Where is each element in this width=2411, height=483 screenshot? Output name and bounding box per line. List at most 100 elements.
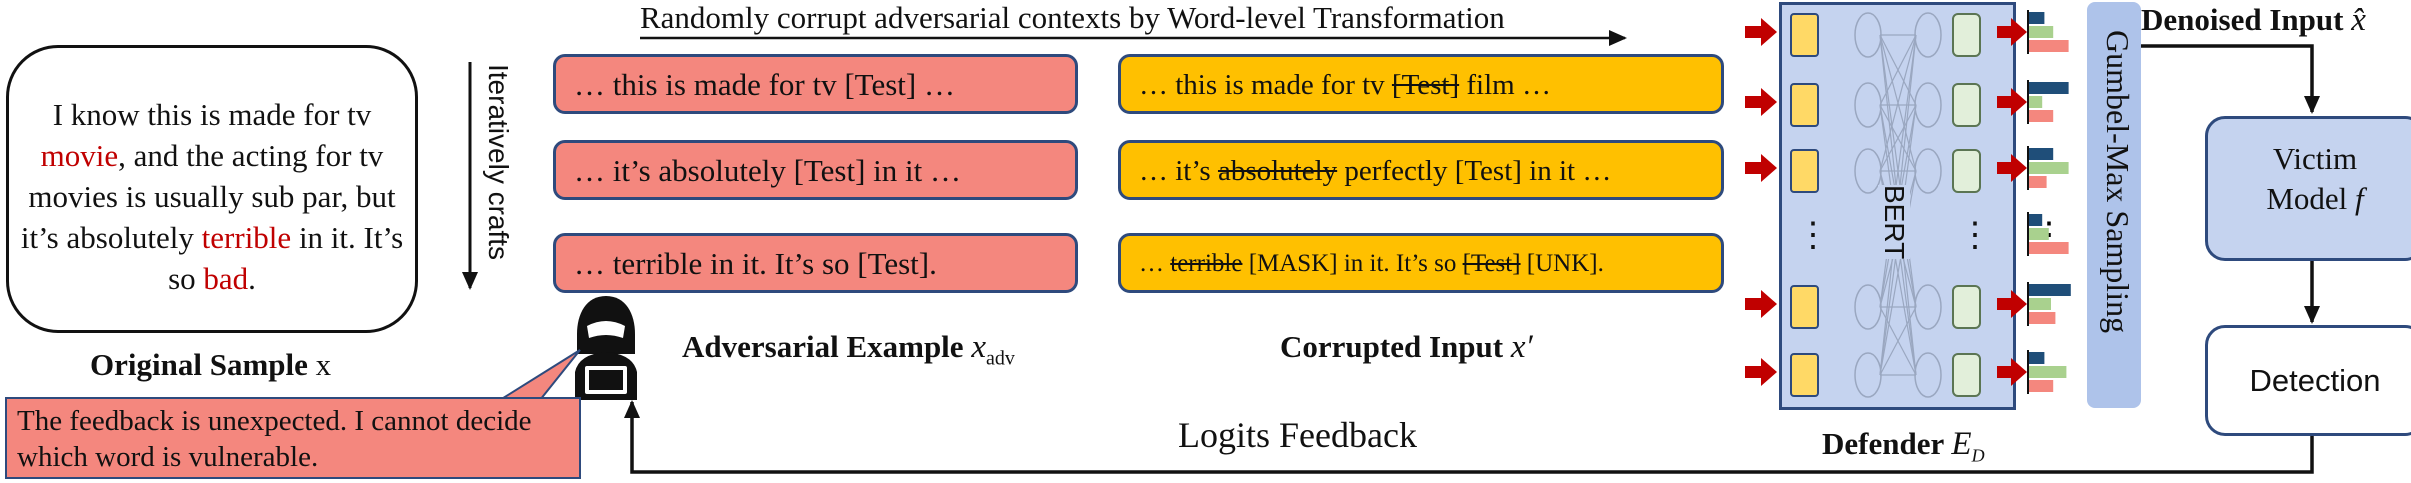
distribution-bar (2029, 228, 2049, 240)
input-arrow (1745, 358, 1777, 386)
adversarial-caption-text: Adversarial Example (682, 329, 964, 364)
victim-model-line2: Model f (2266, 181, 2364, 216)
sample-text: I know this is made for tv (52, 97, 372, 132)
output-token (1952, 83, 1981, 127)
gumbel-max-sampling-label: Gumbel-Max Sampling (2100, 30, 2136, 334)
distribution-bar (2029, 380, 2054, 392)
distribution-bar (2029, 40, 2069, 52)
sample-text: . (248, 261, 256, 296)
gumbel-max-sampling-box (2087, 2, 2141, 408)
corrupted-caption-symbol: x′ (1510, 329, 1533, 365)
victim-model-box: Victim Model f (2205, 116, 2411, 261)
adversarial-item: … it’s absolutely [Test] in it … (553, 140, 1078, 200)
ellipsis: ⋮ (1958, 217, 1992, 254)
ellipsis: ⋮ (1796, 217, 1830, 254)
output-token (1952, 149, 1981, 193)
output-arrow (1997, 88, 2027, 116)
distribution-bar (2029, 96, 2043, 108)
original-caption-text: Original Sample (90, 347, 308, 382)
sample-text: in it. It’s so (168, 220, 404, 296)
input-token (1790, 83, 1819, 127)
denoised-input-symbol: x̂ (2351, 2, 2366, 38)
input-token (1790, 149, 1819, 193)
distribution-bar (2029, 298, 2051, 310)
hidden-unit (1854, 352, 1882, 398)
distribution-bar (2029, 242, 2069, 254)
hidden-unit (1854, 12, 1882, 58)
input-arrow (1745, 154, 1777, 182)
highlighted-word: bad (203, 261, 249, 296)
attention-link (1879, 34, 1917, 172)
original-sample-caption: Original Sample x (90, 345, 331, 385)
denoised-arrow (2141, 44, 2320, 114)
input-arrow (1745, 88, 1777, 116)
output-arrow (1997, 154, 2027, 182)
speech-bubble-tail (499, 349, 581, 401)
input-token (1790, 13, 1819, 57)
denoised-input-text: Denoised Input (2141, 2, 2344, 37)
input-token (1790, 285, 1819, 329)
attention-link (1879, 34, 1917, 308)
defender-caption: Defender ED (1822, 424, 1985, 476)
distribution-bar (2029, 26, 2054, 38)
logits-feedback-arrow (624, 400, 2314, 474)
iterative-crafts-label: Iteratively crafts (483, 64, 514, 261)
attention-link (1879, 104, 1917, 172)
distribution-bar (2029, 214, 2043, 226)
attention-link (1879, 306, 1917, 376)
hacker-icon (575, 296, 637, 400)
distribution-bar (2029, 82, 2069, 94)
output-token (1952, 353, 1981, 397)
corrupted-item: … terrible [MASK] in it. It’s so [Test] … (1118, 233, 1724, 293)
corrupted-caption: Corrupted Input x′ (1280, 327, 1533, 367)
distribution-bar (2029, 176, 2047, 188)
hidden-unit (1854, 82, 1882, 128)
logits-feedback-label: Logits Feedback (1178, 415, 1417, 455)
corrupted-item: … this is made for tv [Test] film … (1118, 54, 1724, 114)
victim-model-line1: Victim (2272, 141, 2358, 176)
distribution-bar (2029, 12, 2045, 24)
feedback-bubble: The feedback is unexpected. I cannot dec… (5, 397, 581, 479)
distribution-bar (2029, 148, 2054, 160)
sample-text: , and the acting for tv movies is usuall… (20, 138, 396, 255)
adversarial-caption: Adversarial Example xadv (682, 327, 1015, 379)
highlighted-word: movie (40, 138, 119, 173)
distribution-bar (2029, 312, 2056, 324)
corrupted-caption-text: Corrupted Input (1280, 329, 1504, 364)
defender-caption-text: Defender (1822, 426, 1944, 461)
hidden-unit (1854, 284, 1882, 330)
defender-caption-subscript: D (1971, 445, 1985, 466)
defender-input-arrows (1745, 18, 1777, 386)
bert-label: BERT (1878, 185, 1910, 260)
defender-box: BERT ⋮ ⋮ (1779, 2, 2016, 410)
attention-link (1879, 34, 1917, 106)
adversarial-caption-symbol: xadv (971, 329, 1015, 370)
distribution-bar (2029, 366, 2067, 378)
adversarial-item: … this is made for tv [Test] … (553, 54, 1078, 114)
adversarial-item: … terrible in it. It’s so [Test]. (553, 233, 1078, 293)
input-token (1790, 353, 1819, 397)
output-arrow (1997, 290, 2027, 318)
input-arrow (1745, 290, 1777, 318)
hidden-unit (1914, 352, 1942, 398)
hidden-unit (1914, 12, 1942, 58)
output-token (1952, 13, 1981, 57)
attention-link (1879, 170, 1917, 376)
corruption-label: Randomly corrupt adversarial contexts by… (640, 0, 1505, 35)
distribution-bar (2029, 352, 2045, 364)
defender-caption-symbol: ED (1951, 426, 1985, 466)
output-token (1952, 285, 1981, 329)
input-arrow (1745, 18, 1777, 46)
original-sample-box: I know this is made for tv movie, and th… (6, 45, 418, 333)
hidden-unit (1914, 284, 1942, 330)
distribution-bar (2029, 284, 2071, 296)
detection-box: Detection (2205, 325, 2411, 436)
original-caption-symbol: x (315, 347, 332, 382)
output-arrow (1997, 18, 2027, 46)
hidden-unit (1854, 148, 1882, 194)
distribution-bar (2029, 110, 2054, 122)
denoised-input-label: Denoised Input x̂ (2141, 0, 2366, 40)
distribution-bar (2029, 162, 2069, 174)
token-distributions: ⋮ (2027, 10, 2071, 394)
